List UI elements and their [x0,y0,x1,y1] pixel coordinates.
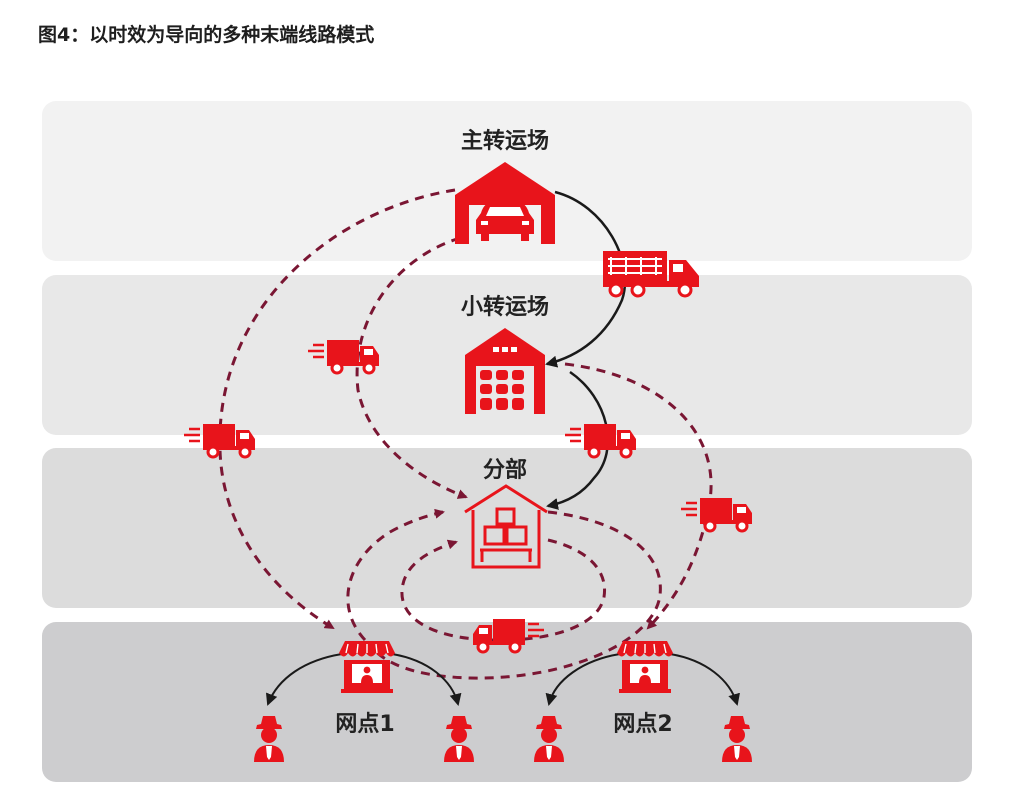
delivery-truck-icon [306,338,381,375]
route-branch-outer-loop [363,510,662,680]
route-outlet-2-to-courier-right [669,653,740,706]
route-sub-hub-to-outlet-2 [564,362,713,630]
route-outlet-2-to-courier-left [545,653,621,706]
main-hub-label: 主转运场 [461,128,549,154]
route-sub-hub-to-branch [546,370,610,510]
outlet-2-label: 网点2 [613,711,672,737]
flatbed-truck-icon [603,251,699,298]
route-outlet-1-to-courier-left [265,653,343,706]
figure-title: 图4：以时效为导向的多种末端线路模式 [38,24,375,46]
outlet-1-label: 网点1 [335,711,394,737]
sub-hub-label: 小转运场 [461,294,549,320]
route-branch-inner-loop [400,538,607,642]
route-main-hub-to-sub-hub [545,190,627,368]
outlet-1-kiosk-icon [338,640,396,694]
branch-depot-icon [464,484,548,569]
route-main-hub-to-branch [355,236,468,499]
tier-band-outlets [42,622,972,782]
courier-person-icon [722,716,752,762]
delivery-truck-icon [563,422,638,459]
sub-hub-warehouse-icon [465,328,545,414]
delivery-truck-icon [471,617,546,654]
outlet-2-kiosk-icon [616,640,674,694]
courier-person-icon [444,716,474,762]
courier-person-icon [254,716,284,762]
route-outlet-1-to-courier-right [391,653,462,706]
delivery-truck-icon [679,496,754,533]
branch-label: 分部 [483,457,527,483]
courier-person-icon [534,716,564,762]
main-hub-warehouse-icon [455,162,555,244]
route-outlet-1-to-branch [346,508,445,642]
route-main-hub-to-outlet-1 [218,188,456,630]
